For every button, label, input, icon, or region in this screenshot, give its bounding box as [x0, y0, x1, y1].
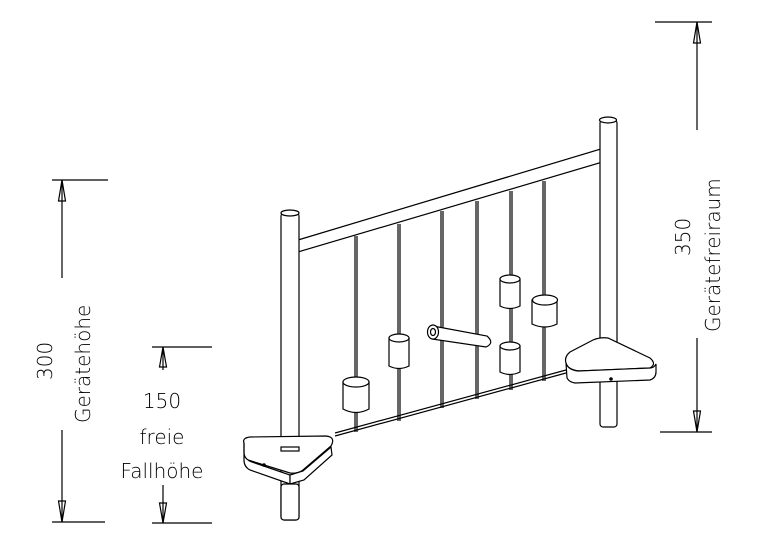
cylinders [342, 274, 559, 414]
dimension-free-space: 350 Gerätefreiraum [655, 21, 725, 433]
dimension-free-fall-height: 150 freie Fallhöhe [121, 346, 212, 524]
free-fall-height-value: 150 [143, 389, 181, 413]
free-space-label: Gerätefreiraum [701, 178, 725, 332]
dimension-equipment-height: 300 Gerätehöhe [33, 179, 108, 523]
free-space-value: 350 [671, 218, 695, 256]
balance-frame [243, 116, 657, 521]
equipment-height-value: 300 [33, 342, 57, 380]
free-fall-height-label-1: freie [140, 425, 185, 449]
free-fall-height-label-2: Fallhöhe [121, 459, 204, 483]
equipment-height-label: Gerätehöhe [71, 305, 95, 423]
right-base [564, 337, 655, 372]
top-rail [297, 147, 610, 253]
